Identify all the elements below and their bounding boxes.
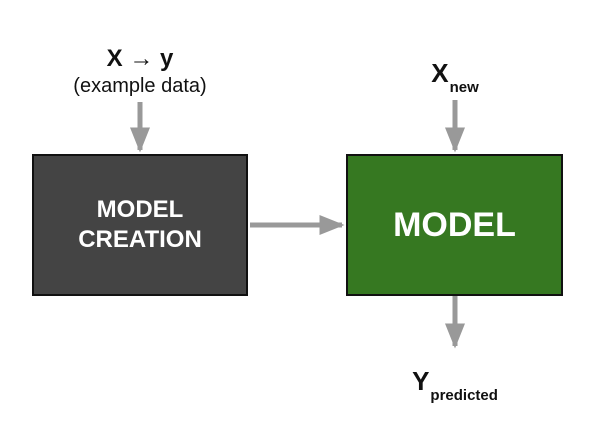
input-mapping-text: X → y — [106, 45, 174, 72]
model-creation-box: MODEL CREATION — [32, 154, 248, 296]
x-new-base: X — [431, 58, 449, 88]
y-predicted-label: Ypredicted — [380, 366, 530, 404]
model-creation-line1: MODEL — [96, 196, 184, 223]
y-predicted-base: Y — [412, 366, 430, 396]
example-data-label: X → y (example data) — [40, 44, 240, 98]
x-new-subscript: new — [449, 79, 479, 96]
model-creation-line2: CREATION — [78, 226, 202, 253]
model-box: MODEL — [346, 154, 563, 296]
model-box-label: MODEL — [393, 205, 516, 244]
x-new-label: Xnew — [405, 58, 505, 96]
example-data-text: (example data) — [73, 75, 207, 97]
y-predicted-subscript: predicted — [430, 387, 498, 404]
